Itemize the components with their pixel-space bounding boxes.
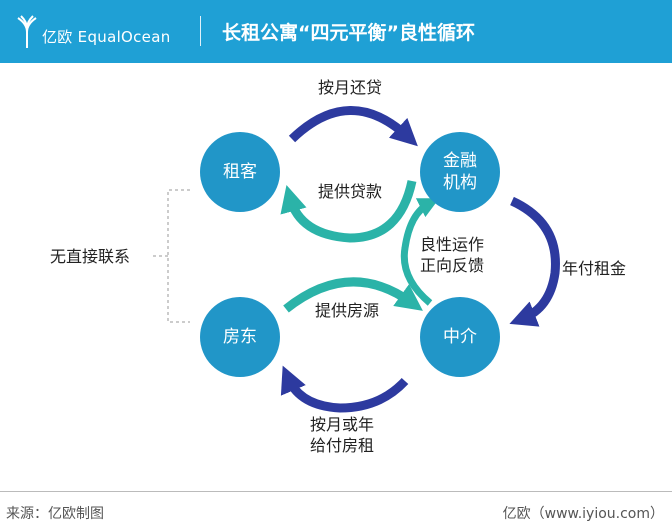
feedback-line-2: 正向反馈 [420, 256, 485, 275]
node-landlord [200, 297, 280, 377]
arrow-pay-rent [280, 365, 409, 413]
label-feedback: 良性运作正向反馈 [420, 234, 484, 276]
label-no-direct: 无直接联系 [50, 247, 131, 266]
node-finance-label: 金融机构 [420, 150, 500, 194]
page-title: 长租公寓“四元平衡”良性循环 [222, 22, 475, 44]
logo-icon [17, 15, 37, 48]
finance-line-2: 机构 [443, 173, 477, 193]
brand-name: 亿欧 EqualOcean [42, 28, 171, 46]
site-credit: 亿欧（www.iyiou.com） [502, 506, 664, 522]
dashed-bracket [150, 189, 190, 323]
header-divider [200, 16, 201, 46]
equalocean-logo: 亿欧 EqualOcean [16, 14, 186, 52]
label-pay-rent: 按月或年给付房租 [310, 414, 374, 456]
node-agent [420, 297, 500, 377]
finance-line-1: 金融 [443, 151, 477, 171]
header-banner: 亿欧 EqualOcean 长租公寓“四元平衡”良性循环 [0, 0, 672, 63]
pay-rent-line-1: 按月或年 [310, 415, 375, 434]
label-provide-loan: 提供贷款 [318, 182, 383, 201]
node-landlord-label: 房东 [223, 327, 257, 347]
label-provide-housing: 提供房源 [315, 301, 380, 320]
arrow-provide-housing [283, 277, 423, 313]
feedback-line-1: 良性运作 [420, 235, 485, 254]
arrow-provide-loan [280, 180, 417, 243]
node-tenant-label: 租客 [223, 162, 257, 182]
label-annual-rent: 年付租金 [562, 259, 627, 278]
arrow-annual-rent [509, 196, 560, 327]
label-repay-monthly: 按月还贷 [318, 78, 383, 97]
node-finance [420, 132, 500, 212]
arrow-repay-monthly [288, 106, 418, 147]
footer-divider [0, 491, 672, 492]
pay-rent-line-2: 给付房租 [310, 436, 375, 455]
node-agent-label: 中介 [443, 327, 477, 347]
source-note: 来源：亿欧制图 [6, 506, 104, 522]
node-tenant [200, 132, 280, 212]
cycle-diagram [150, 106, 560, 413]
